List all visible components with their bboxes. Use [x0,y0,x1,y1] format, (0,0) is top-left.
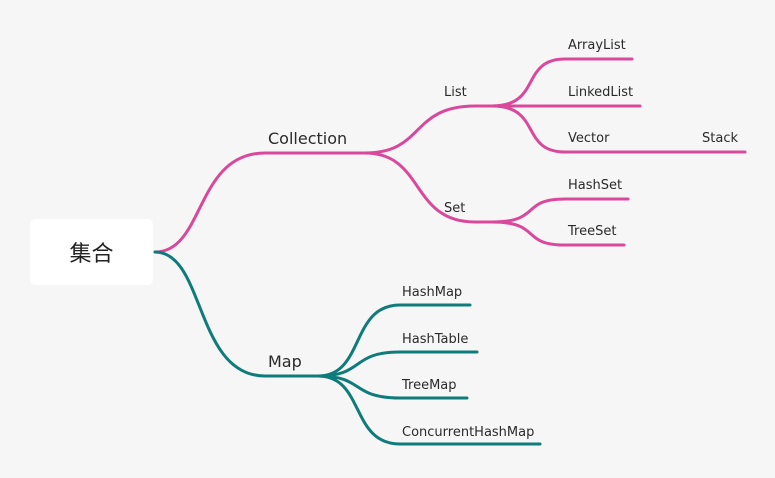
node-hashtable[interactable]: HashTable [402,332,469,347]
connector-map-treemap [316,374,469,400]
node-treemap[interactable]: TreeMap [402,378,457,393]
node-treeset[interactable]: TreeSet [568,224,617,239]
root-node[interactable]: 集合 [30,219,153,285]
connector-map-hashmap [316,303,472,378]
node-set[interactable]: Set [444,201,466,216]
node-vector[interactable]: Vector [568,131,610,146]
node-map[interactable]: Map [268,352,302,371]
node-stack[interactable]: Stack [702,131,738,146]
root-label: 集合 [69,242,114,267]
connector-set-hashset [490,197,630,224]
node-linkedlist[interactable]: LinkedList [568,85,634,100]
connector-list-vector [490,104,747,154]
node-collection[interactable]: Collection [268,129,348,148]
connector-map-concurrenthashmap [316,374,542,446]
node-hashset[interactable]: HashSet [568,178,623,193]
node-list[interactable]: List [444,85,467,100]
connector-collection-list [363,104,494,155]
node-arraylist[interactable]: ArrayList [568,38,626,53]
connector-collection-set [363,151,494,224]
node-concurrenthashmap[interactable]: ConcurrentHashMap [402,425,535,440]
node-hashmap[interactable]: HashMap [402,285,463,300]
connector-map-hashtable [316,350,479,378]
connector-root-collection [153,151,367,254]
connector-set-treeset [490,220,626,247]
connector-root-map [153,250,320,378]
connector-list-arraylist [490,57,634,108]
